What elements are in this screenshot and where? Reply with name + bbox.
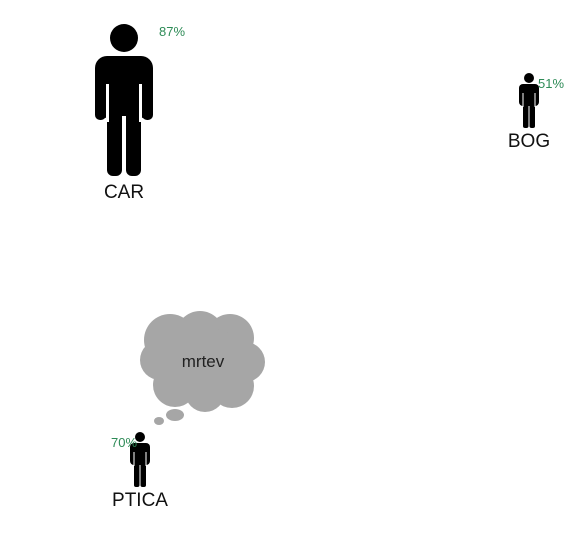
name-label-bog: BOG xyxy=(507,131,551,152)
name-label-car: CAR xyxy=(103,182,145,203)
percent-label-car: 87% xyxy=(159,24,186,39)
percent-label-ptica: 70% xyxy=(111,435,138,450)
person-icon-car xyxy=(95,24,153,178)
percent-label-bog: 51% xyxy=(538,76,565,91)
thought-bubble-text: mrtev xyxy=(181,352,225,371)
name-label-ptica: PTICA xyxy=(112,490,168,511)
person-icon-ptica xyxy=(130,432,150,487)
person-icon-bog xyxy=(519,73,539,128)
